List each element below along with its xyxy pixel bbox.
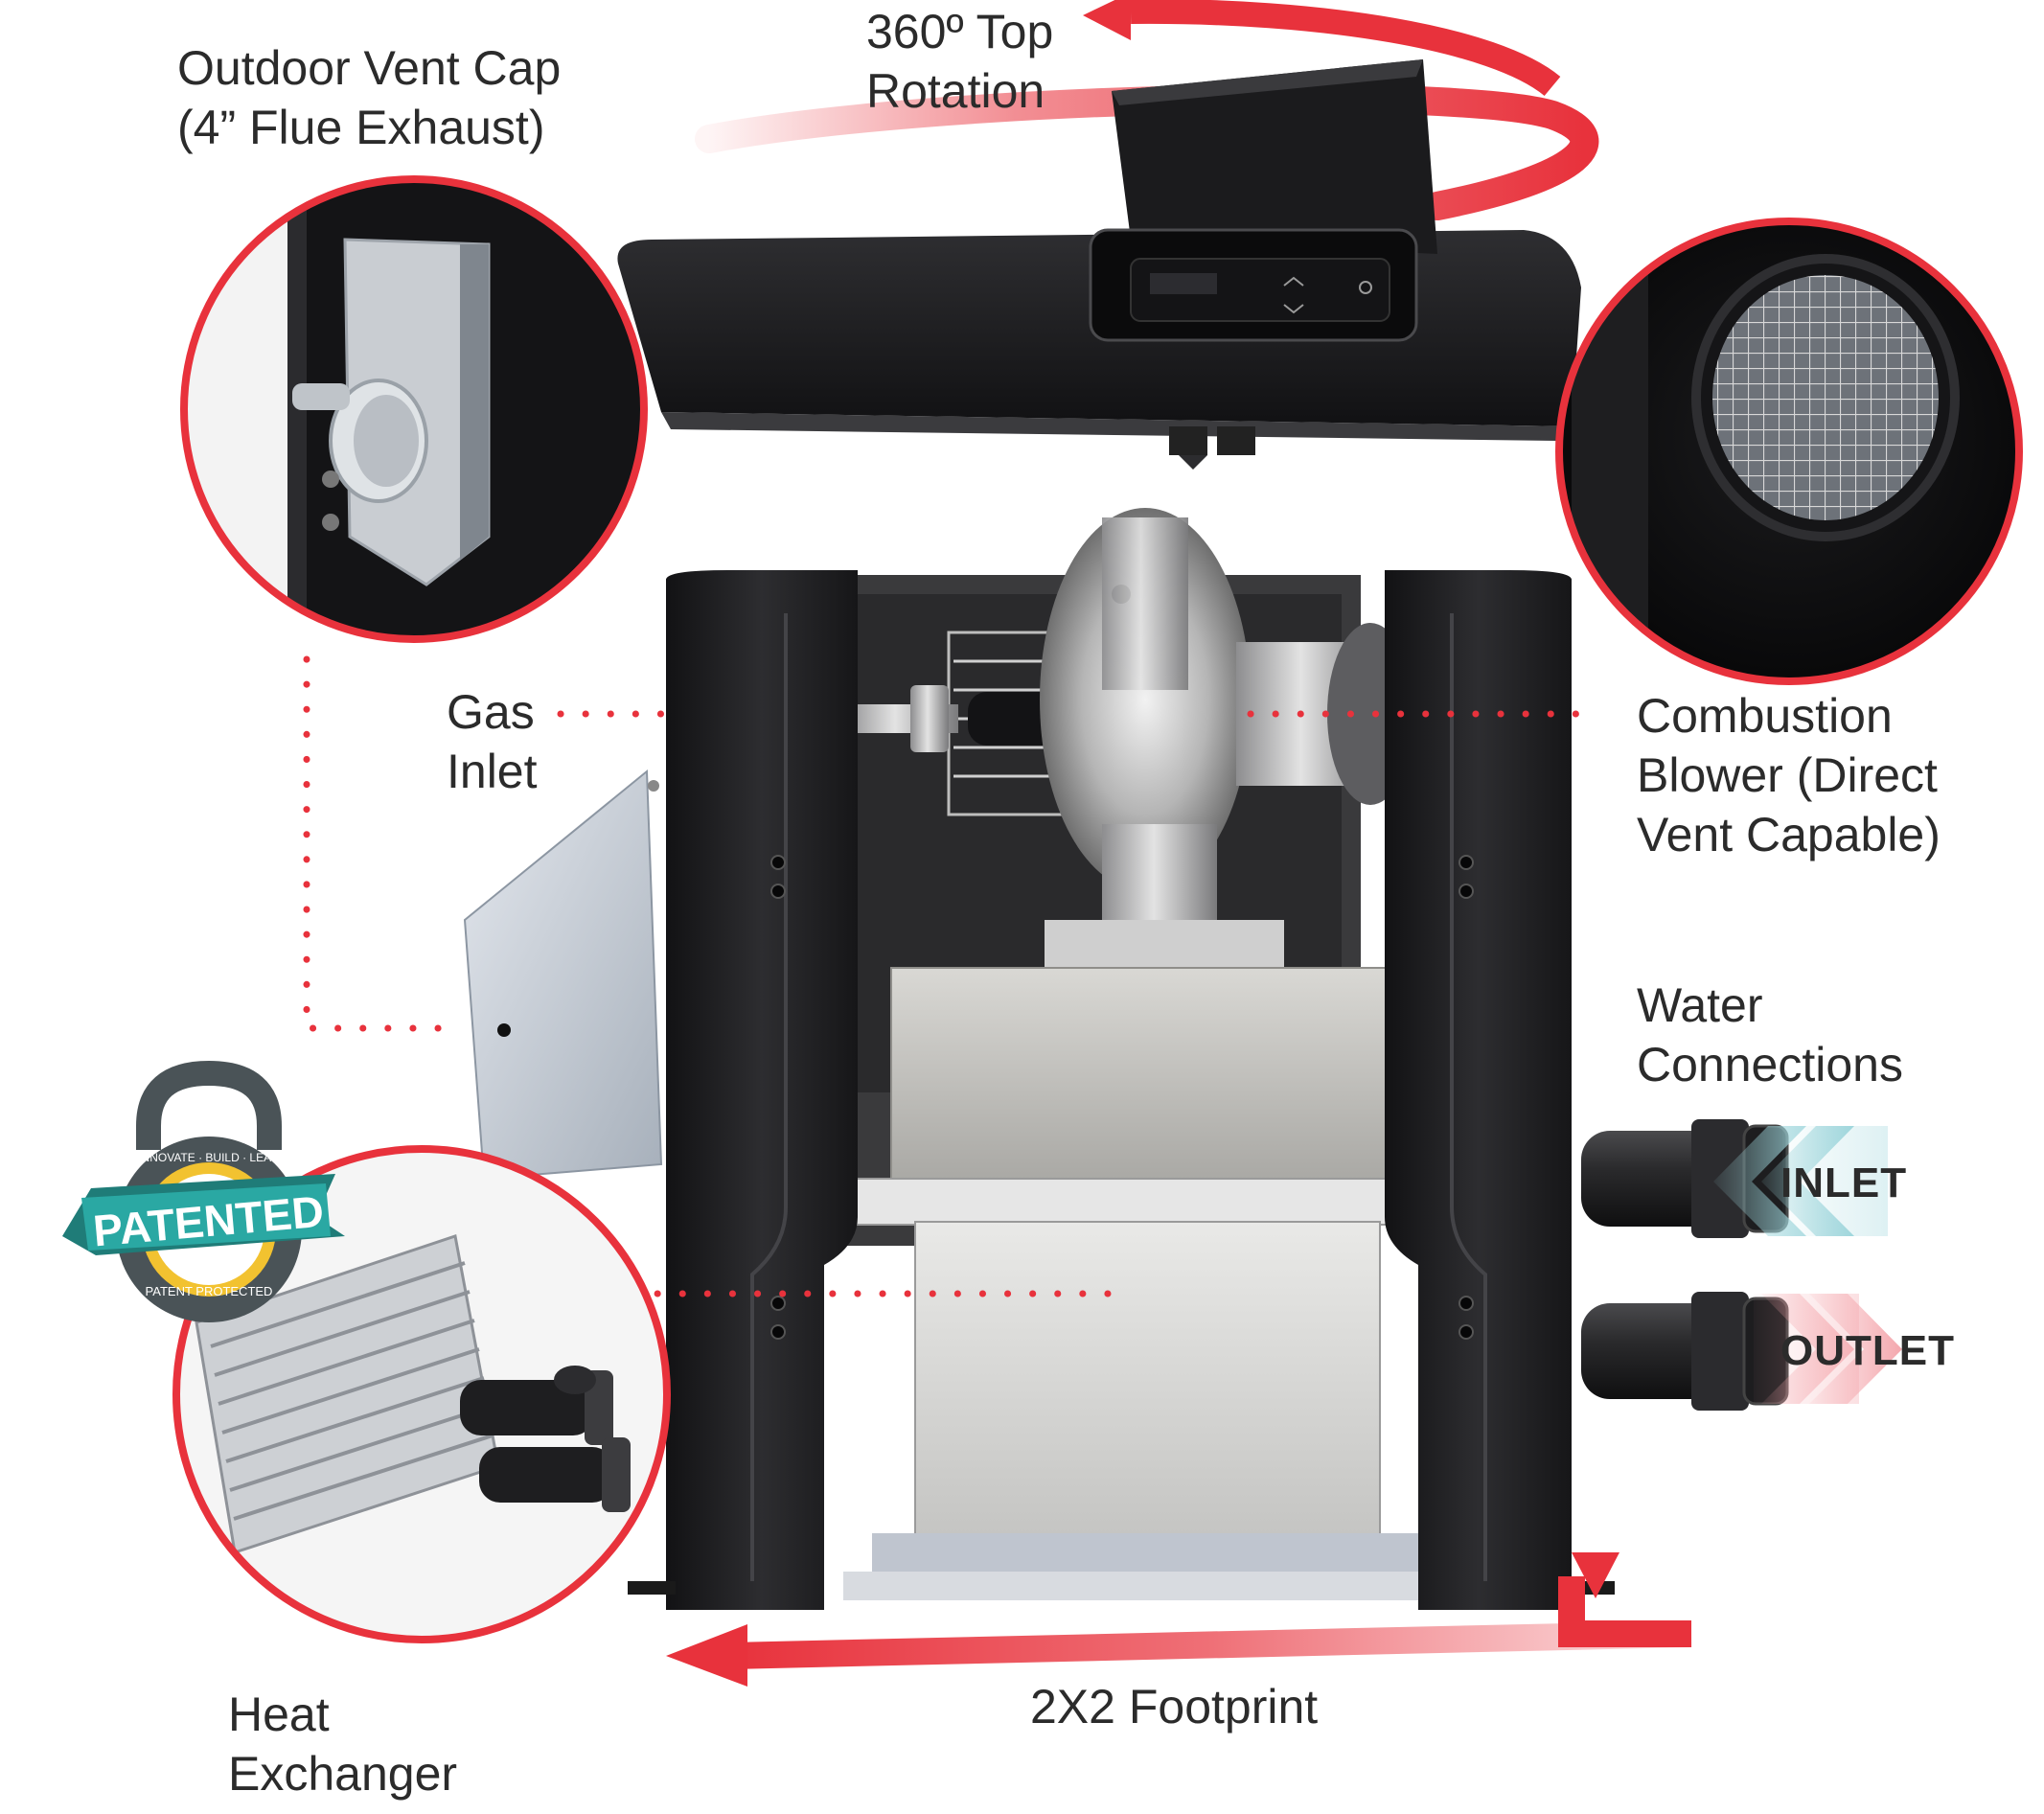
top-rotation-line-2: Rotation bbox=[866, 64, 1045, 118]
vent-cap-label: Outdoor Vent Cap (4” Flue Exhaust) bbox=[177, 38, 561, 157]
vent-cap-line-2: (4” Flue Exhaust) bbox=[177, 101, 545, 154]
combustion-blower-detail bbox=[1555, 218, 2023, 685]
outlet-tag: OUTLET bbox=[1780, 1327, 1955, 1374]
top-rotation-arrow bbox=[695, 0, 1599, 220]
combustion-blower bbox=[1040, 508, 1413, 968]
gas-inlet-line-2: Inlet bbox=[447, 745, 538, 798]
badge-bottom-arc: PATENT PROTECTED bbox=[146, 1284, 273, 1298]
heat-exchanger-line-2: Exchanger bbox=[228, 1747, 458, 1801]
inlet-tag: INLET bbox=[1780, 1160, 1908, 1206]
inlet-arrow bbox=[1713, 1126, 1888, 1236]
water-connections-line-1: Water bbox=[1637, 978, 1763, 1032]
combustion-blower-label: Combustion Blower (Direct Vent Capable) bbox=[1637, 686, 1941, 864]
leader-lines bbox=[303, 655, 1599, 1297]
vent-cap-detail bbox=[180, 175, 648, 643]
top-cover bbox=[617, 59, 1581, 470]
footprint-arrow bbox=[666, 1552, 1692, 1687]
vent-cap-line-1: Outdoor Vent Cap bbox=[177, 41, 562, 95]
heat-exchanger-label: Heat Exchanger bbox=[228, 1685, 457, 1803]
water-connections-line-2: Connections bbox=[1637, 1038, 1903, 1091]
outlet-arrow bbox=[1754, 1294, 1902, 1404]
water-connections-label: Water Connections bbox=[1637, 976, 1903, 1094]
heater-unit bbox=[463, 508, 1615, 1610]
gas-inlet-line-1: Gas bbox=[447, 685, 535, 739]
patented-badge: PATENTED INNOVATE · BUILD · LEAD PATENT … bbox=[62, 1060, 345, 1322]
top-rotation-line-1: 360º Top bbox=[866, 5, 1054, 58]
heat-exchanger-line-1: Heat bbox=[228, 1688, 330, 1741]
combustion-blower-line-3: Vent Capable) bbox=[1637, 808, 1941, 861]
gas-inlet-label: Gas Inlet bbox=[447, 682, 538, 801]
footprint-label: 2X2 Footprint bbox=[1030, 1680, 1319, 1734]
heat-exchanger-detail bbox=[172, 1145, 671, 1643]
combustion-blower-line-1: Combustion bbox=[1637, 689, 1893, 743]
combustion-blower-line-2: Blower (Direct bbox=[1637, 748, 1938, 802]
control-panel-icons bbox=[1283, 276, 1372, 314]
top-rotation-label: 360º Top Rotation bbox=[866, 2, 1053, 121]
badge-top-arc: INNOVATE · BUILD · LEAD bbox=[138, 1151, 280, 1164]
